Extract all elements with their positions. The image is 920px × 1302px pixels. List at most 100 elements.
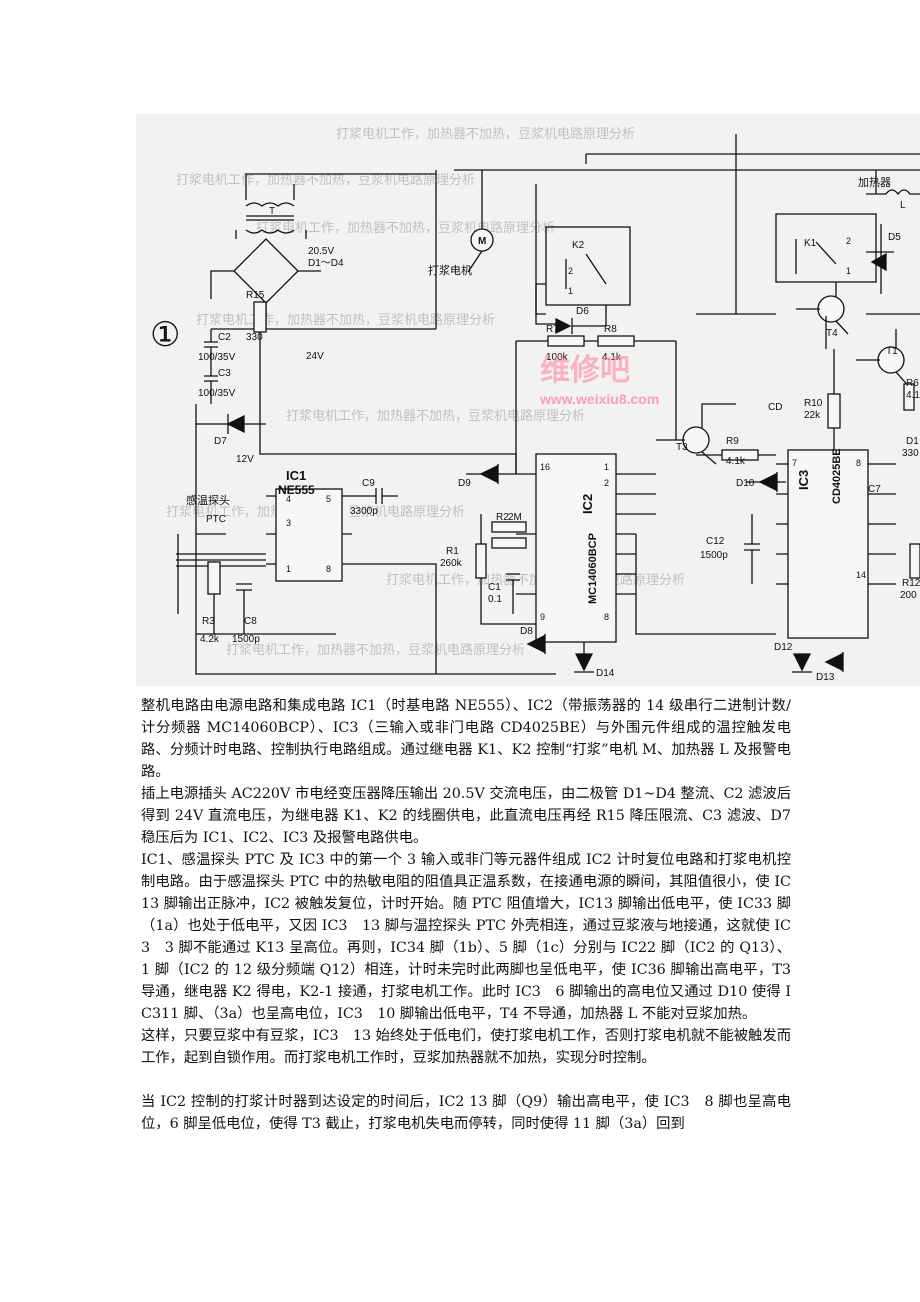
- svg-text:1: 1: [846, 266, 851, 276]
- svg-text:4.1k: 4.1k: [602, 352, 622, 363]
- svg-text:4.1: 4.1: [906, 390, 920, 401]
- svg-text:T1: T1: [886, 346, 898, 357]
- svg-text:C7: C7: [868, 484, 881, 495]
- svg-text:CD: CD: [768, 402, 782, 413]
- svg-text:R1: R1: [446, 546, 459, 557]
- svg-text:打浆电机工作，加热器不加热，豆浆机电路原理分析: 打浆电机工作，加热器不加热，豆浆机电路原理分析: [286, 408, 585, 423]
- svg-text:1500p: 1500p: [232, 634, 260, 645]
- paragraph-control-circuit: IC1、感温探头 PTC 及 IC3 中的第一个 3 输入或非门等元器件组成 I…: [141, 852, 791, 1022]
- svg-text:NE555: NE555: [278, 483, 315, 497]
- svg-text:4.2k: 4.2k: [200, 634, 220, 645]
- svg-text:D12: D12: [774, 642, 793, 653]
- paragraph-overview: 整机电路由电源电路和集成电路 IC1（时基电路 NE555）、IC2（带振荡器的…: [141, 698, 791, 780]
- svg-text:1: 1: [604, 462, 609, 472]
- svg-text:R7: R7: [546, 324, 559, 335]
- svg-text:C12: C12: [706, 536, 725, 547]
- svg-text:5: 5: [326, 494, 331, 504]
- svg-text:8: 8: [604, 612, 609, 622]
- pin-numbers: 4 5 3 1 8 2 1 2 1 16 9 8 1 2 7 8 14: [286, 236, 866, 622]
- svg-text:T3: T3: [676, 442, 688, 453]
- svg-text:D1～D4: D1～D4: [308, 258, 344, 269]
- svg-text:22k: 22k: [804, 410, 821, 421]
- svg-text:感温探头: 感温探头: [186, 494, 230, 507]
- svg-text:R2: R2: [496, 512, 509, 523]
- svg-text:打浆电机工作，加热器不加热，豆浆机电路原理分析: 打浆电机工作，加热器不加热，豆浆机电路原理分析: [336, 126, 635, 141]
- svg-text:9: 9: [540, 612, 545, 622]
- svg-text:4.1k: 4.1k: [726, 456, 746, 467]
- article-body: 整机电路由电源电路和集成电路 IC1（时基电路 NE555）、IC2（带振荡器的…: [141, 695, 791, 1135]
- svg-text:打浆电机工作，加热器不加热，豆浆机电路原理分析: 打浆电机工作，加热器不加热，豆浆机电路原理分析: [196, 312, 495, 327]
- svg-text:1500p: 1500p: [700, 550, 728, 561]
- svg-text:R3: R3: [202, 616, 215, 627]
- svg-text:8: 8: [326, 564, 331, 574]
- circuit-wiring: [176, 134, 920, 675]
- svg-text:R15: R15: [246, 290, 265, 301]
- svg-text:8: 8: [856, 458, 861, 468]
- svg-text:3300p: 3300p: [350, 506, 378, 517]
- svg-text:260k: 260k: [440, 558, 463, 569]
- svg-text:C2: C2: [218, 332, 231, 343]
- svg-text:T: T: [269, 206, 275, 217]
- svg-text:D5: D5: [888, 232, 901, 243]
- svg-text:100/35V: 100/35V: [198, 352, 236, 363]
- svg-text:D14: D14: [596, 668, 615, 679]
- svg-text:2: 2: [604, 478, 609, 488]
- svg-text:IC3: IC3: [796, 470, 811, 490]
- svg-text:K2: K2: [572, 240, 585, 251]
- site-watermark: 维修吧 www.weixiu8.com: [539, 354, 659, 407]
- svg-text:R9: R9: [726, 436, 739, 447]
- svg-text:12V: 12V: [236, 454, 254, 465]
- svg-text:IC1: IC1: [286, 468, 306, 483]
- svg-text:2: 2: [568, 266, 573, 276]
- svg-text:16: 16: [540, 462, 550, 472]
- svg-text:D6: D6: [576, 306, 589, 317]
- svg-text:D10: D10: [736, 478, 755, 489]
- svg-text:D9: D9: [458, 478, 471, 489]
- svg-text:100k: 100k: [546, 352, 569, 363]
- svg-text:3: 3: [286, 518, 291, 528]
- svg-text:D8: D8: [520, 626, 533, 637]
- svg-text:PTC: PTC: [206, 514, 226, 525]
- svg-text:2M: 2M: [508, 512, 522, 523]
- svg-text:打浆电机工作，加热器不加热，豆浆机电路原理分析: 打浆电机工作，加热器不加热，豆浆机电路原理分析: [256, 220, 555, 235]
- svg-text:T4: T4: [826, 328, 838, 339]
- svg-text:打浆电机工作，加热器不加热，豆浆机电路原理分析: 打浆电机工作，加热器不加热，豆浆机电路原理分析: [176, 172, 475, 187]
- svg-text:打浆电机工作，加热器不加热，豆浆机电路原理分析: 打浆电机工作，加热器不加热，豆浆机电路原理分析: [226, 642, 525, 657]
- svg-text:24V: 24V: [306, 351, 324, 362]
- component-labels: T 20.5V D1～D4 24V C2 100/35V C3 100/35V …: [186, 176, 920, 683]
- svg-text:www.weixiu8.com: www.weixiu8.com: [539, 391, 659, 407]
- svg-text:M: M: [478, 236, 486, 247]
- svg-text:维修吧: 维修吧: [540, 354, 630, 387]
- svg-text:R6: R6: [906, 378, 919, 389]
- paragraph-spacer: [141, 1069, 791, 1091]
- svg-text:C9: C9: [362, 478, 375, 489]
- svg-text:C1: C1: [488, 582, 501, 593]
- svg-text:C8: C8: [244, 616, 257, 627]
- svg-text:D1: D1: [906, 436, 919, 447]
- paragraph-power-supply: 插上电源插头 AC220V 市电经变压器降压输出 20.5V 交流电压，由二极管…: [141, 786, 791, 846]
- svg-text:加热器: 加热器: [858, 176, 891, 189]
- svg-text:C3: C3: [218, 368, 231, 379]
- paragraph-timer-end: 当 IC2 控制的打浆计时器到达设定的时间后，IC2 13 脚（Q9）输出高电平…: [141, 1094, 791, 1132]
- svg-text:4: 4: [286, 494, 291, 504]
- svg-text:IC2: IC2: [580, 494, 595, 514]
- svg-text:D13: D13: [816, 672, 835, 683]
- svg-text:CD4025BE: CD4025BE: [831, 448, 843, 504]
- svg-text:L: L: [900, 200, 906, 211]
- svg-text:R10: R10: [804, 398, 823, 409]
- svg-text:R8: R8: [604, 324, 617, 335]
- figure-number-badge: ①: [150, 316, 180, 354]
- svg-text:0.1: 0.1: [488, 594, 502, 605]
- svg-text:①: ①: [150, 316, 180, 354]
- svg-text:1: 1: [286, 564, 291, 574]
- svg-text:330: 330: [246, 332, 263, 343]
- svg-text:K1: K1: [804, 238, 817, 249]
- svg-text:R12: R12: [902, 578, 920, 589]
- svg-text:2: 2: [846, 236, 851, 246]
- svg-text:330: 330: [902, 448, 919, 459]
- svg-text:100/35V: 100/35V: [198, 388, 236, 399]
- svg-text:D7: D7: [214, 436, 227, 447]
- svg-text:200: 200: [900, 590, 917, 601]
- svg-text:14: 14: [856, 570, 866, 580]
- circuit-schematic-figure: 打浆电机工作，加热器不加热，豆浆机电路原理分析 打浆电机工作，加热器不加热，豆浆…: [136, 114, 920, 686]
